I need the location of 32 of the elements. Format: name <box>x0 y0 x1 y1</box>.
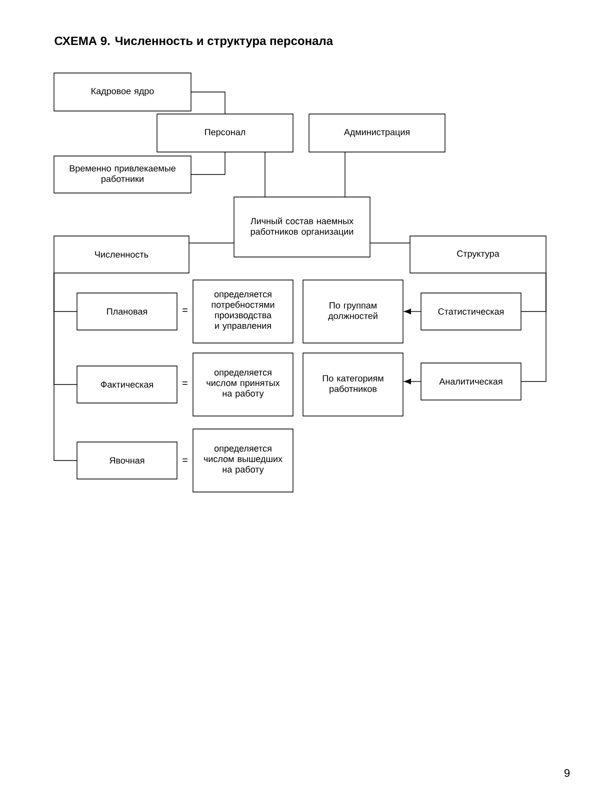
connector <box>54 272 78 461</box>
connector <box>520 272 546 382</box>
text-box: Личный состав наемных работников организации <box>234 196 370 258</box>
equals-sign: = <box>182 382 188 385</box>
text-box: Явочная <box>76 442 178 480</box>
text-box: определяется числом вышедших на работу <box>192 428 294 492</box>
text-box: По группам должностей <box>302 280 404 344</box>
text-box: определяется числом принятых на работу <box>192 352 294 416</box>
connector <box>404 378 422 384</box>
text-box: Структура <box>410 236 546 274</box>
connector <box>190 92 226 114</box>
equals-sign: = <box>182 458 188 462</box>
equals-sign: = <box>182 308 188 312</box>
connector <box>264 152 266 198</box>
connector <box>190 152 226 175</box>
title: СХЕМА 9. Численность и структура персонала <box>54 36 334 48</box>
text-box: Фактическая <box>76 366 178 404</box>
text-box: Персонал <box>156 114 294 152</box>
text-box: Численность <box>54 236 190 274</box>
connector <box>188 242 234 244</box>
connector <box>344 152 346 198</box>
text-box: По категориям работников <box>302 352 404 416</box>
text-box: Временно привлекаемые работники <box>54 156 192 194</box>
text-box: Плановая <box>76 292 178 330</box>
text-box: Статистическая <box>420 292 522 330</box>
text-box: определяется потребностями производства и управления <box>192 280 294 344</box>
connector <box>404 308 422 314</box>
page-number: 9 <box>564 769 570 777</box>
text-box: Администрация <box>308 114 446 152</box>
text-box: Аналитическая <box>420 362 522 400</box>
text-box: Кадровое ядро <box>54 72 192 112</box>
connector <box>370 242 410 244</box>
